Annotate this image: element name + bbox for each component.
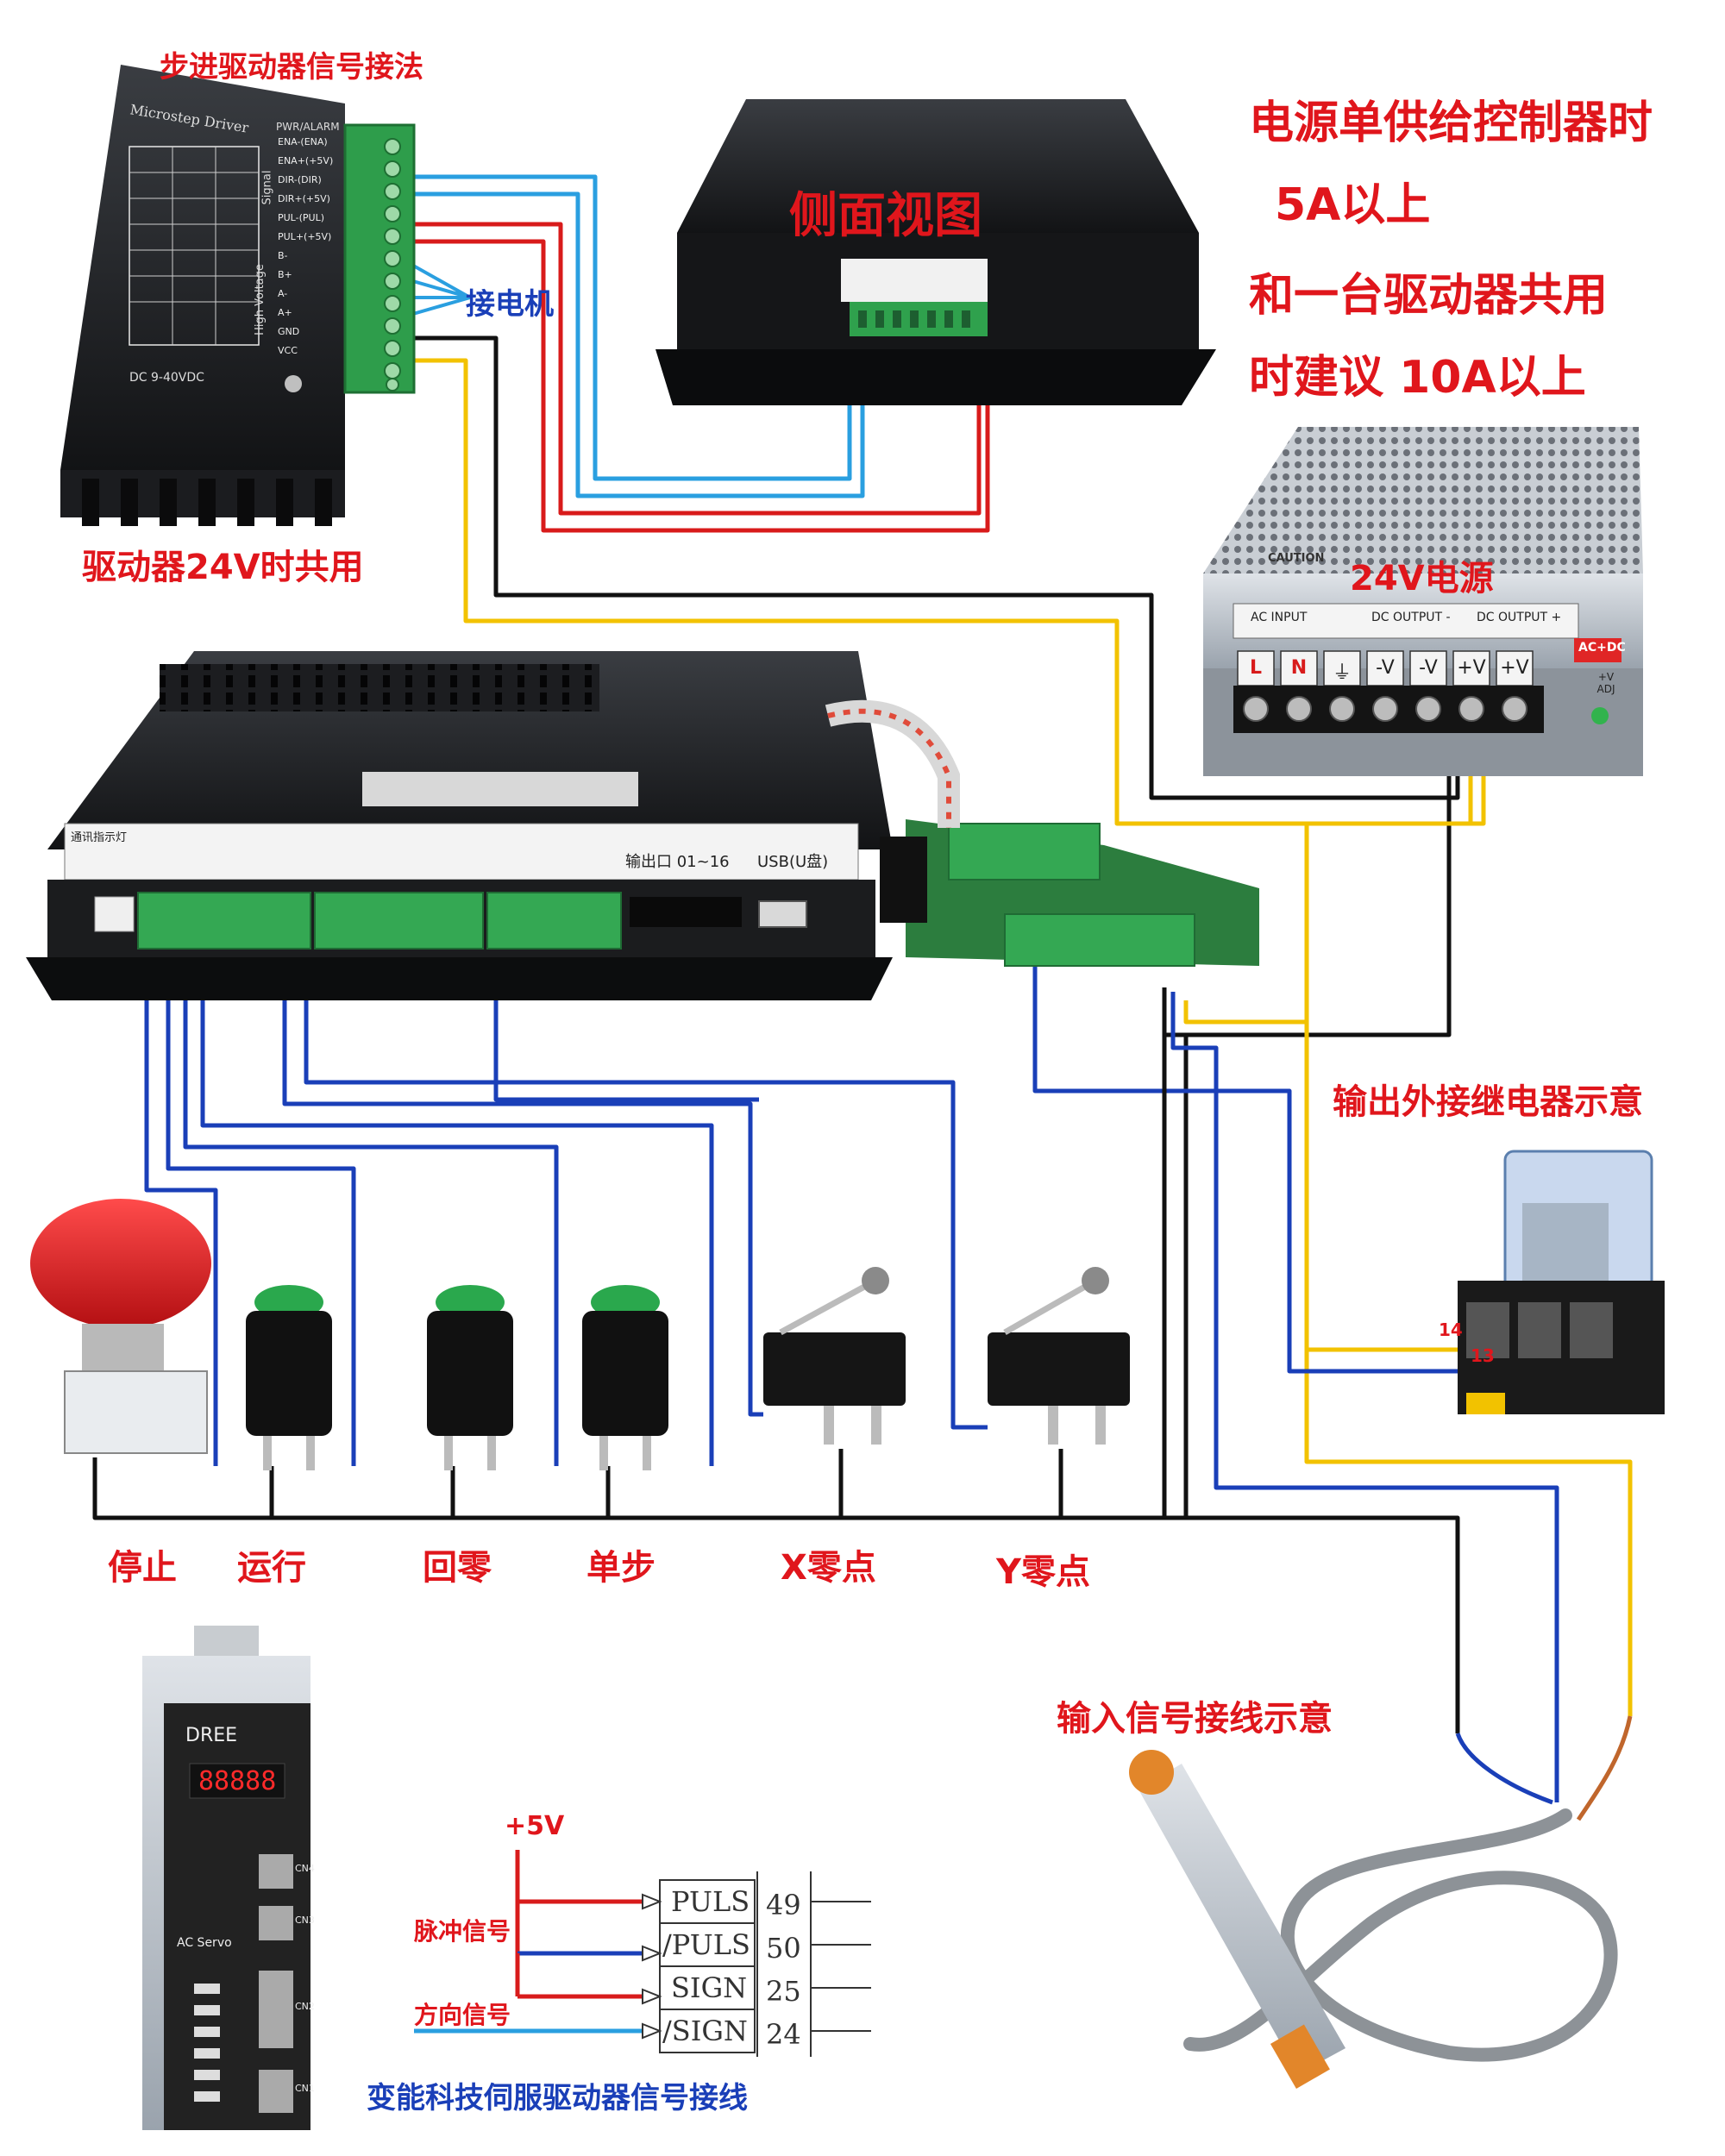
psu-terminal-l: L bbox=[1249, 657, 1263, 679]
label-run: 运行 bbox=[237, 1548, 306, 1588]
psu-acdc: AC+DC bbox=[1578, 641, 1626, 655]
stepper-pwr-alarm: PWR/ALARM bbox=[276, 121, 340, 133]
relay bbox=[1458, 1150, 1665, 1414]
psu-ac-input: AC INPUT bbox=[1251, 611, 1308, 624]
psu-adj: +V ADJ bbox=[1596, 671, 1615, 695]
servo-cn3: CN3 bbox=[295, 1915, 315, 1926]
pin-nsign-num: 24 bbox=[766, 2018, 801, 2051]
label-home: 回零 bbox=[423, 1548, 492, 1588]
stepper-signal: Signal bbox=[260, 170, 274, 205]
terminal-dir-plus: DIR+(+5V) bbox=[278, 193, 330, 204]
label-single-step: 单步 bbox=[586, 1548, 656, 1588]
servo-display: 88888 bbox=[198, 1766, 276, 1796]
relay-pin-13: 13 bbox=[1471, 1345, 1495, 1366]
psu-terminal-v-plus-1: +V bbox=[1457, 657, 1486, 679]
terminal-dir-minus: DIR-(DIR) bbox=[278, 174, 322, 185]
terminal-a-plus: A+ bbox=[278, 307, 292, 318]
pin-puls-name: PULS bbox=[671, 1885, 750, 1918]
servo-cn2: CN2 bbox=[295, 2001, 315, 2012]
servo-drive: 88888 bbox=[142, 1626, 310, 2130]
label-pulse-signal: 脉冲信号 bbox=[414, 1917, 511, 1946]
psu-terminal-v-minus-2: -V bbox=[1419, 657, 1438, 679]
y-limit-switch bbox=[988, 1267, 1130, 1445]
pin-npuls-name: /PULS bbox=[662, 1928, 750, 1961]
label-psu: 24V电源 bbox=[1350, 559, 1494, 599]
terminal-ena-minus: ENA-(ENA) bbox=[278, 136, 328, 147]
label-power-note-4: 时建议 10A以上 bbox=[1249, 352, 1586, 404]
side-view-controller bbox=[656, 99, 1216, 405]
main-controller bbox=[26, 651, 1259, 1000]
terminal-b-plus: B+ bbox=[278, 269, 292, 280]
wires bbox=[92, 174, 1633, 2062]
label-dir-signal: 方向信号 bbox=[414, 2001, 511, 2029]
home-button bbox=[427, 1285, 513, 1470]
pin-sign-num: 25 bbox=[766, 1975, 801, 2008]
label-relay: 输出外接继电器示意 bbox=[1333, 1082, 1643, 1122]
pin-puls-num: 49 bbox=[766, 1889, 801, 1921]
terminal-b-minus: B- bbox=[278, 250, 288, 261]
psu-terminal-v-minus-1: -V bbox=[1376, 657, 1395, 679]
run-button bbox=[246, 1285, 332, 1470]
label-motor: 接电机 bbox=[466, 287, 554, 322]
terminal-pul-plus: PUL+(+5V) bbox=[278, 231, 332, 242]
label-stepper-title: 步进驱动器信号接法 bbox=[160, 50, 423, 85]
stepper-driver bbox=[60, 65, 416, 526]
power-supply bbox=[1203, 427, 1643, 776]
stop-button bbox=[30, 1199, 211, 1454]
controller-comm: 通讯指示灯 bbox=[71, 831, 128, 844]
pin-nsign-name: /SIGN bbox=[662, 2015, 748, 2047]
label-power-note-1: 电源单供给控制器时 bbox=[1249, 97, 1653, 149]
x-limit-switch bbox=[763, 1267, 906, 1445]
terminal-a-minus: A- bbox=[278, 288, 288, 299]
pin-npuls-num: 50 bbox=[766, 1932, 801, 1965]
psu-caution: CAUTION bbox=[1268, 552, 1325, 565]
label-plus5v: +5V bbox=[505, 1811, 565, 1841]
label-power-note-2: 5A以上 bbox=[1275, 179, 1431, 231]
psu-terminal-ground: ⏚ bbox=[1332, 662, 1352, 684]
psu-dc-out-plus: DC OUTPUT + bbox=[1477, 611, 1562, 624]
psu-terminal-v-plus-2: +V bbox=[1500, 657, 1529, 679]
terminal-vcc: VCC bbox=[278, 345, 298, 356]
label-driver-24v: 驱动器24V时共用 bbox=[82, 548, 364, 587]
proximity-sensor bbox=[1129, 1750, 1346, 2089]
psu-terminal-labels: L N ⏚ -V -V +V +V bbox=[1238, 657, 1533, 685]
controller-output-port: 输出口 01~16 bbox=[625, 853, 730, 871]
terminal-ena-plus: ENA+(+5V) bbox=[278, 155, 334, 166]
label-servo-title: 变能科技伺服驱动器信号接线 bbox=[367, 2081, 748, 2115]
label-stop: 停止 bbox=[108, 1548, 177, 1588]
stepper-high-voltage: High Voltage bbox=[253, 264, 267, 335]
terminal-pul-minus: PUL-(PUL) bbox=[278, 212, 324, 223]
servo-cn1: CN1 bbox=[295, 2083, 315, 2094]
label-side-view: 侧面视图 bbox=[789, 188, 982, 244]
servo-schematic bbox=[414, 1850, 871, 2057]
psu-dc-out-minus: DC OUTPUT - bbox=[1371, 611, 1451, 624]
servo-brand: DREE bbox=[185, 1725, 238, 1746]
single-step-button bbox=[582, 1285, 668, 1470]
servo-label: AC Servo bbox=[177, 1936, 232, 1950]
label-x-zero: X零点 bbox=[781, 1548, 876, 1588]
label-power-note-3: 和一台驱动器共用 bbox=[1249, 270, 1609, 322]
servo-cn4: CN4 bbox=[295, 1863, 315, 1874]
pin-sign-name: SIGN bbox=[671, 1971, 748, 2004]
relay-pin-14: 14 bbox=[1439, 1319, 1463, 1340]
label-input-signal: 输入信号接线示意 bbox=[1057, 1699, 1333, 1739]
stepper-power-range: DC 9-40VDC bbox=[129, 371, 204, 385]
label-y-zero: Y零点 bbox=[996, 1552, 1090, 1592]
terminal-gnd: GND bbox=[278, 326, 300, 337]
controller-usb: USB(U盘) bbox=[757, 853, 829, 871]
psu-terminal-n: N bbox=[1290, 657, 1308, 679]
stepper-terminal-labels: ENA-(ENA) ENA+(+5V) DIR-(DIR) DIR+(+5V) … bbox=[278, 136, 347, 364]
